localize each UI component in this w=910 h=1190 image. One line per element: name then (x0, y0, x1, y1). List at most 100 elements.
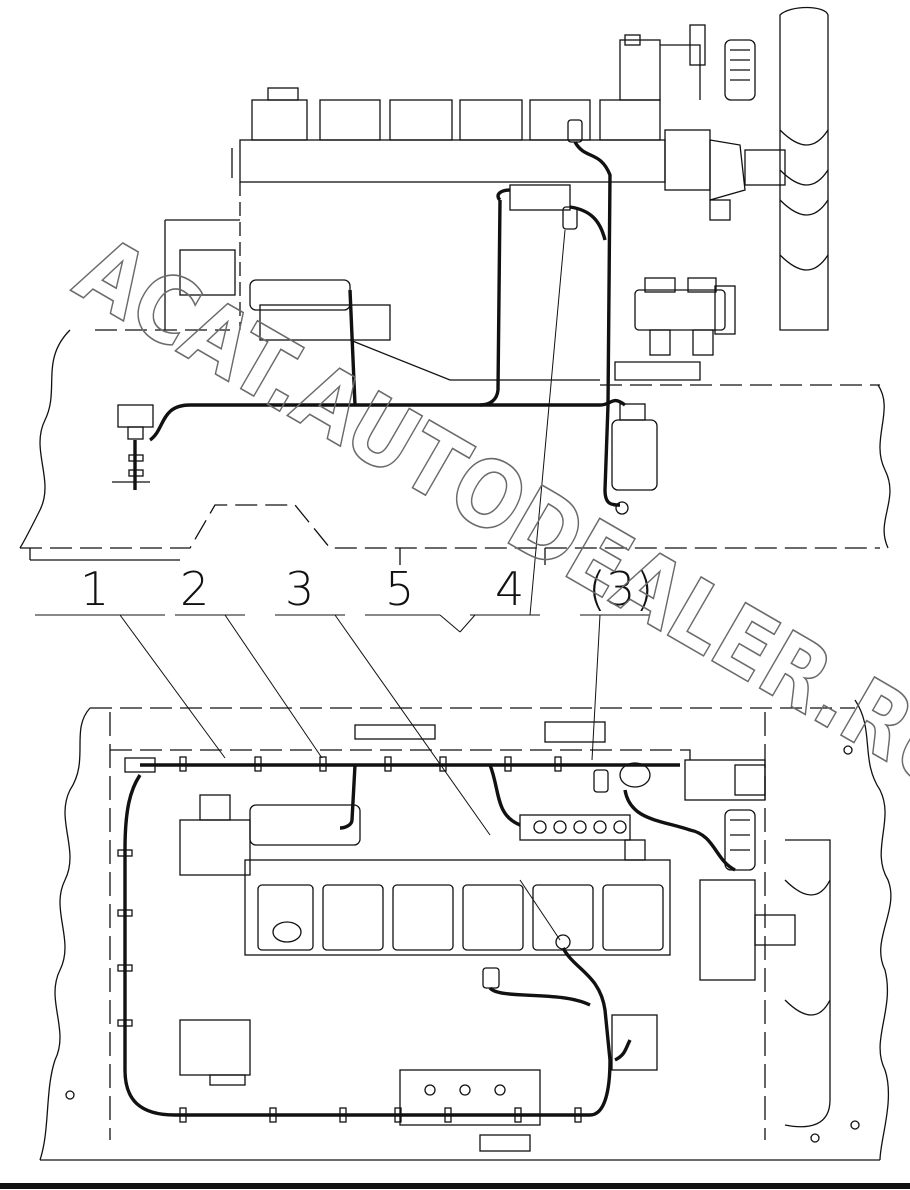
oil-filler-cap (267, 87, 299, 101)
crossmember (110, 749, 691, 760)
connector-body (127, 426, 144, 440)
clip (117, 1019, 133, 1027)
clip (179, 756, 187, 772)
clip (128, 469, 144, 477)
clip (117, 909, 133, 917)
bolt (424, 1084, 436, 1096)
filter-base (209, 1074, 246, 1086)
alternator-housing (664, 129, 711, 191)
fan-hub-top (754, 914, 796, 946)
break-line-left (19, 329, 71, 549)
clip (117, 964, 133, 972)
clip (128, 454, 144, 462)
bolt (850, 1120, 860, 1130)
radiator (779, 6, 829, 331)
harness-branch-rail (488, 764, 521, 827)
harness-branch-temp-lower (561, 947, 612, 1061)
clip (439, 756, 447, 772)
clip (574, 1107, 582, 1123)
clip (384, 756, 392, 772)
sender-3 (593, 769, 609, 793)
break-line-right (877, 384, 891, 549)
clip (117, 849, 133, 857)
mount-plate (544, 721, 606, 743)
mount-plate-bottom (479, 1134, 531, 1152)
clip (269, 1107, 277, 1123)
valve-cover-5 (529, 99, 591, 141)
break-line-right-lower (854, 699, 892, 1161)
pulley-front (699, 879, 756, 981)
oil-pan-edge (349, 339, 600, 381)
valve-cover-top-6 (602, 884, 664, 951)
fuel-water-separator (611, 419, 658, 491)
valve-cover-6 (599, 99, 661, 141)
filter-end (714, 285, 736, 335)
harness-branch-starter (348, 289, 357, 406)
engine-top (244, 859, 671, 956)
callout-3-ref: (3) (588, 562, 653, 616)
pulley-upper (724, 39, 756, 101)
valve-cover-top-1 (257, 884, 314, 951)
fitting (709, 199, 731, 221)
oil-filler-top (272, 921, 302, 943)
bolt (494, 1084, 506, 1096)
harness-branch-sep-lower (614, 1039, 632, 1062)
fitting (613, 820, 627, 834)
radiator-fin (779, 169, 829, 186)
valve-cover-top-4 (462, 884, 524, 951)
fitting (573, 820, 587, 834)
fitting (553, 820, 567, 834)
harness-loop-lower (123, 774, 612, 1117)
valve-cover-top-3 (392, 884, 454, 951)
clip (319, 756, 327, 772)
lower-harness (123, 763, 736, 1117)
alternator-pulley (734, 764, 766, 796)
callout-3: 3 (285, 562, 314, 616)
callout-4: 4 (495, 562, 524, 616)
pulley-stack (724, 809, 756, 871)
clip (394, 1107, 402, 1123)
upper-side-view (19, 6, 891, 565)
starter-top (249, 804, 361, 846)
temp-sender (567, 119, 583, 143)
leader-4-up (529, 229, 566, 616)
radiator-fin (784, 999, 831, 1016)
radiator-fin (779, 199, 829, 216)
valve-cover-1 (251, 99, 308, 141)
ecm-bracket (199, 794, 231, 821)
harness-branch-sensor (479, 188, 511, 407)
filter-top (179, 1019, 251, 1076)
radiator-top (784, 839, 831, 1128)
sensor-connector (619, 762, 651, 788)
valve-cover-3 (389, 99, 453, 141)
callout-2: 2 (180, 562, 209, 616)
harness-branch-filter (599, 398, 627, 407)
oil-pan-plate (399, 1069, 541, 1126)
clip (554, 756, 562, 772)
harness-clips (117, 454, 582, 1123)
clip (514, 1107, 522, 1123)
ecm-top (179, 819, 251, 876)
leader-1 (119, 614, 226, 759)
fuel-line (614, 361, 701, 381)
fuel-filter-head (634, 289, 726, 331)
damper (709, 139, 746, 201)
leader-3b (591, 614, 601, 761)
front-housing (619, 39, 661, 101)
bolt (810, 1133, 820, 1143)
valve-cover-top-2 (322, 884, 384, 951)
harness-branch-oil-lower (488, 986, 591, 1007)
radiator-fin (784, 879, 831, 896)
separator-top (611, 1014, 658, 1071)
mount-plate (354, 724, 436, 740)
bolt (843, 745, 853, 755)
filter-bowl (649, 329, 671, 356)
bolt (459, 1084, 471, 1096)
filter-cap (687, 277, 717, 293)
fitting (533, 820, 547, 834)
upper-harness (133, 141, 627, 507)
leader-2 (224, 614, 323, 759)
separator-head (619, 403, 646, 421)
